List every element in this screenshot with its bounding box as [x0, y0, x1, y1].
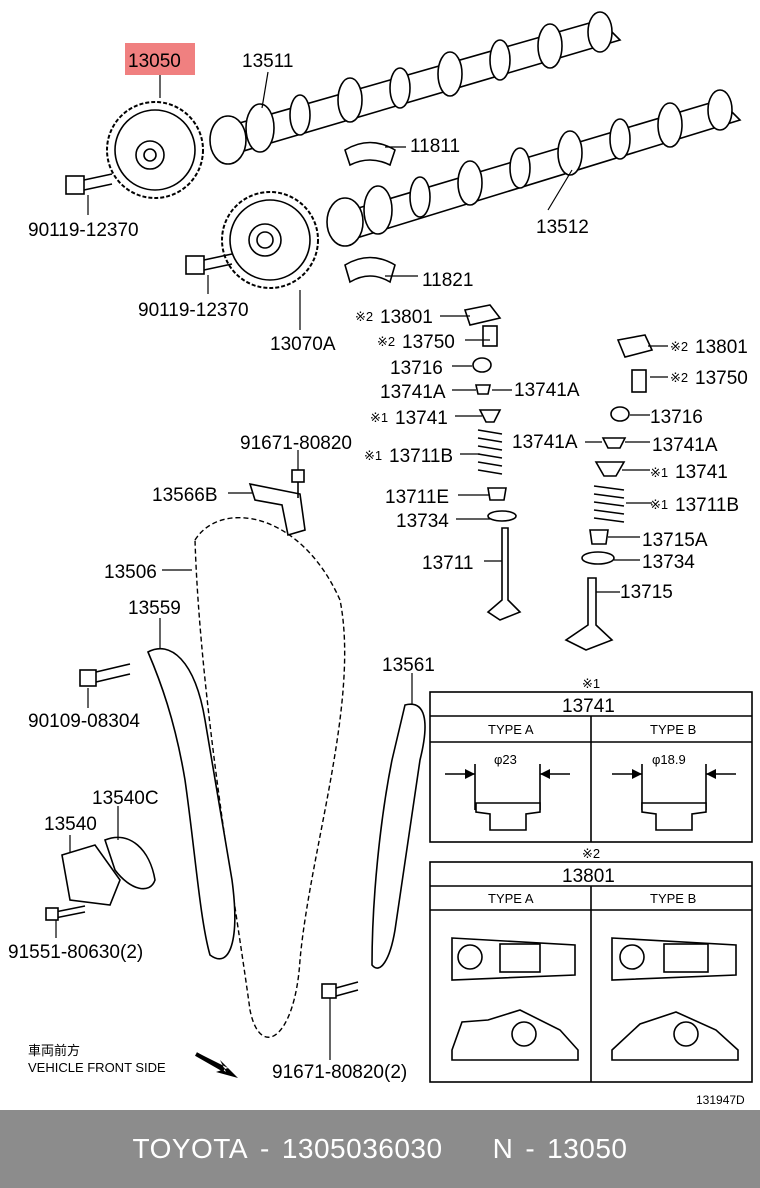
label-13070a[interactable]: 13070A [270, 334, 336, 355]
chain-guide-13559 [146, 647, 236, 960]
footer-ref[interactable]: 13050 [547, 1133, 628, 1164]
label-13561[interactable]: 13561 [382, 655, 435, 676]
table-part-no[interactable]: 13801 [562, 866, 615, 887]
dimension-b: φ18.9 [652, 752, 686, 767]
bolt-icon [185, 253, 233, 275]
label-13711b-right[interactable]: 13711B [675, 495, 739, 516]
label-13741-left[interactable]: 13741 [395, 408, 448, 429]
label-13715[interactable]: 13715 [620, 582, 673, 603]
mark-note: ※1 [650, 465, 668, 480]
label-13540c[interactable]: 13540C [92, 788, 159, 809]
label-13734-right[interactable]: 13734 [642, 552, 695, 573]
label-90119-upper[interactable]: 90119-12370 [28, 220, 139, 241]
parts-diagram: 13050 13511 11811 13512 11821 90119-1237… [8, 11, 753, 1107]
cam-timing-gear-13050 [106, 101, 204, 199]
label-13511[interactable]: 13511 [242, 51, 293, 72]
label-13801-right[interactable]: 13801 [695, 337, 748, 358]
drawing-number: 131947D [696, 1093, 745, 1107]
footer-bar: TOYOTA - 1305036030 N - 13050 [0, 1110, 760, 1188]
valve-train-left [463, 304, 522, 621]
bolt-icon [65, 173, 113, 195]
label-13750-right[interactable]: 13750 [695, 368, 748, 389]
footer-separator: - [525, 1133, 536, 1164]
arrow-icon [195, 1052, 225, 1072]
bearing-11811 [344, 141, 396, 167]
label-13741a-right-1[interactable]: 13741A [512, 432, 578, 453]
table-col-type-a: TYPE A [488, 891, 534, 906]
leader-lines [55, 71, 668, 1060]
label-13506[interactable]: 13506 [104, 562, 157, 583]
label-91551[interactable]: 91551-80630(2) [8, 942, 143, 963]
footer-suffix: N [492, 1133, 514, 1164]
label-13715a[interactable]: 13715A [642, 530, 708, 551]
label-11811[interactable]: 11811 [410, 136, 460, 157]
table-col-type-b: TYPE B [650, 722, 696, 737]
label-13711e[interactable]: 13711E [385, 487, 449, 508]
table-13741: ※1 13741 TYPE A TYPE B φ23 φ18.9 [429, 676, 753, 843]
label-13050[interactable]: 13050 [128, 51, 181, 72]
label-13801-left[interactable]: 13801 [380, 307, 433, 328]
bolt-icon [321, 981, 359, 999]
bolt-icon [79, 663, 131, 687]
camshaft-13511 [209, 11, 622, 165]
label-13512[interactable]: 13512 [536, 217, 589, 238]
mark-note: ※1 [650, 497, 668, 512]
table-mark: ※1 [582, 676, 600, 691]
label-13566b[interactable]: 13566B [152, 485, 218, 506]
cam-timing-gear-13070a [221, 191, 319, 289]
label-11821[interactable]: 11821 [422, 270, 473, 291]
damper-13566b [248, 482, 306, 537]
label-13741-right[interactable]: 13741 [675, 462, 728, 483]
mark-note: ※2 [355, 309, 373, 324]
label-13559[interactable]: 13559 [128, 598, 181, 619]
mark-note: ※2 [377, 334, 395, 349]
mark-note: ※1 [370, 410, 388, 425]
label-13711b-left[interactable]: 13711B [389, 446, 453, 467]
table-col-type-a: TYPE A [488, 722, 534, 737]
mark-note: ※1 [364, 448, 382, 463]
mark-note: ※2 [670, 339, 688, 354]
mark-note: ※2 [670, 370, 688, 385]
camshaft-13512 [326, 89, 742, 247]
valve-train-right [564, 334, 654, 651]
direction-label-jp: 車両前方 [28, 1043, 80, 1058]
label-91671-upper[interactable]: 91671-80820 [240, 433, 352, 454]
direction-label-en: VEHICLE FRONT SIDE [28, 1060, 166, 1075]
highlight-box [125, 43, 195, 75]
label-13741a-left-1[interactable]: 13741A [380, 382, 446, 403]
footer-separator: - [260, 1133, 270, 1164]
dimension-a: φ23 [494, 752, 517, 767]
footer-brand: TOYOTA [132, 1133, 249, 1164]
label-13716-left[interactable]: 13716 [390, 358, 443, 379]
label-13711[interactable]: 13711 [422, 553, 473, 574]
table-13801: ※2 13801 TYPE A TYPE B [429, 846, 753, 1083]
label-13750-left[interactable]: 13750 [402, 332, 455, 353]
table-col-type-b: TYPE B [650, 891, 696, 906]
label-13716-right[interactable]: 13716 [650, 407, 703, 428]
footer-part-number[interactable]: 1305036030 [281, 1133, 443, 1164]
label-13540[interactable]: 13540 [44, 814, 97, 835]
label-90119-lower[interactable]: 90119-12370 [138, 300, 249, 321]
chain-guide-13561 [371, 703, 426, 969]
table-part-no[interactable]: 13741 [562, 696, 615, 717]
label-13741a-left-2[interactable]: 13741A [514, 380, 580, 401]
tensioner-13540 [45, 836, 156, 921]
bearing-11821 [344, 256, 396, 284]
label-90109[interactable]: 90109-08304 [28, 711, 140, 732]
label-13741a-right-2[interactable]: 13741A [652, 435, 718, 456]
label-13734-left[interactable]: 13734 [396, 511, 449, 532]
table-mark: ※2 [582, 846, 600, 861]
label-91671-lower[interactable]: 91671-80820(2) [272, 1062, 407, 1083]
